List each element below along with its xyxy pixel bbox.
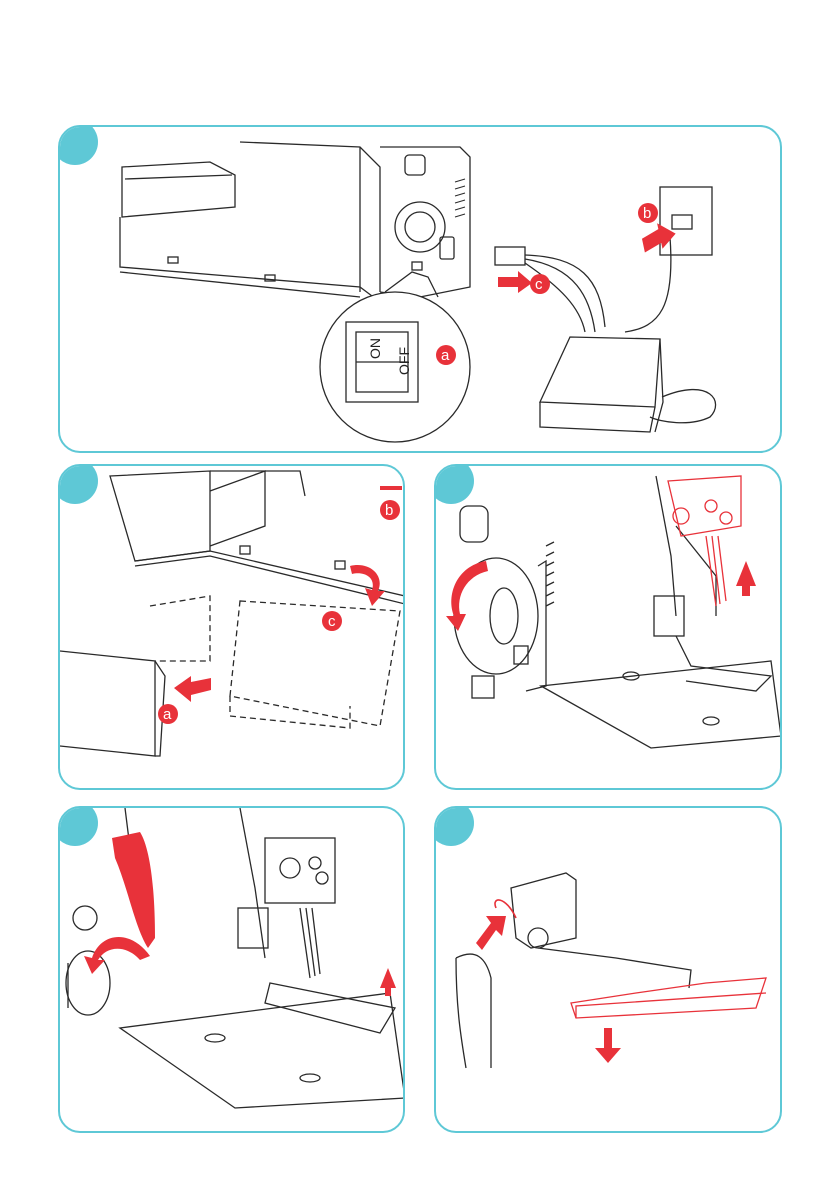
- callout-label: b: [385, 502, 393, 519]
- callout-label: c: [328, 613, 336, 630]
- callout-label: b: [643, 205, 651, 222]
- handwheel-illustration: [436, 466, 782, 790]
- callout-label: a: [163, 706, 172, 723]
- panel-presser-foot: [434, 806, 782, 1133]
- callout-label: a: [441, 347, 450, 364]
- table-illustration: a b c: [60, 466, 405, 790]
- switch-on-label: ON: [367, 338, 383, 359]
- foot-illustration: [436, 808, 782, 1133]
- panel-handwheel: [434, 464, 782, 790]
- lifter-illustration: [60, 808, 405, 1133]
- switch-off-label: OFF: [396, 347, 412, 375]
- panel-presser-lifter: [58, 806, 405, 1133]
- panel-power: b c a ON OFF: [58, 125, 782, 453]
- panel-extension-table: a b c: [58, 464, 405, 790]
- callout-label: c: [535, 276, 543, 293]
- power-illustration: b c a ON OFF: [60, 127, 782, 453]
